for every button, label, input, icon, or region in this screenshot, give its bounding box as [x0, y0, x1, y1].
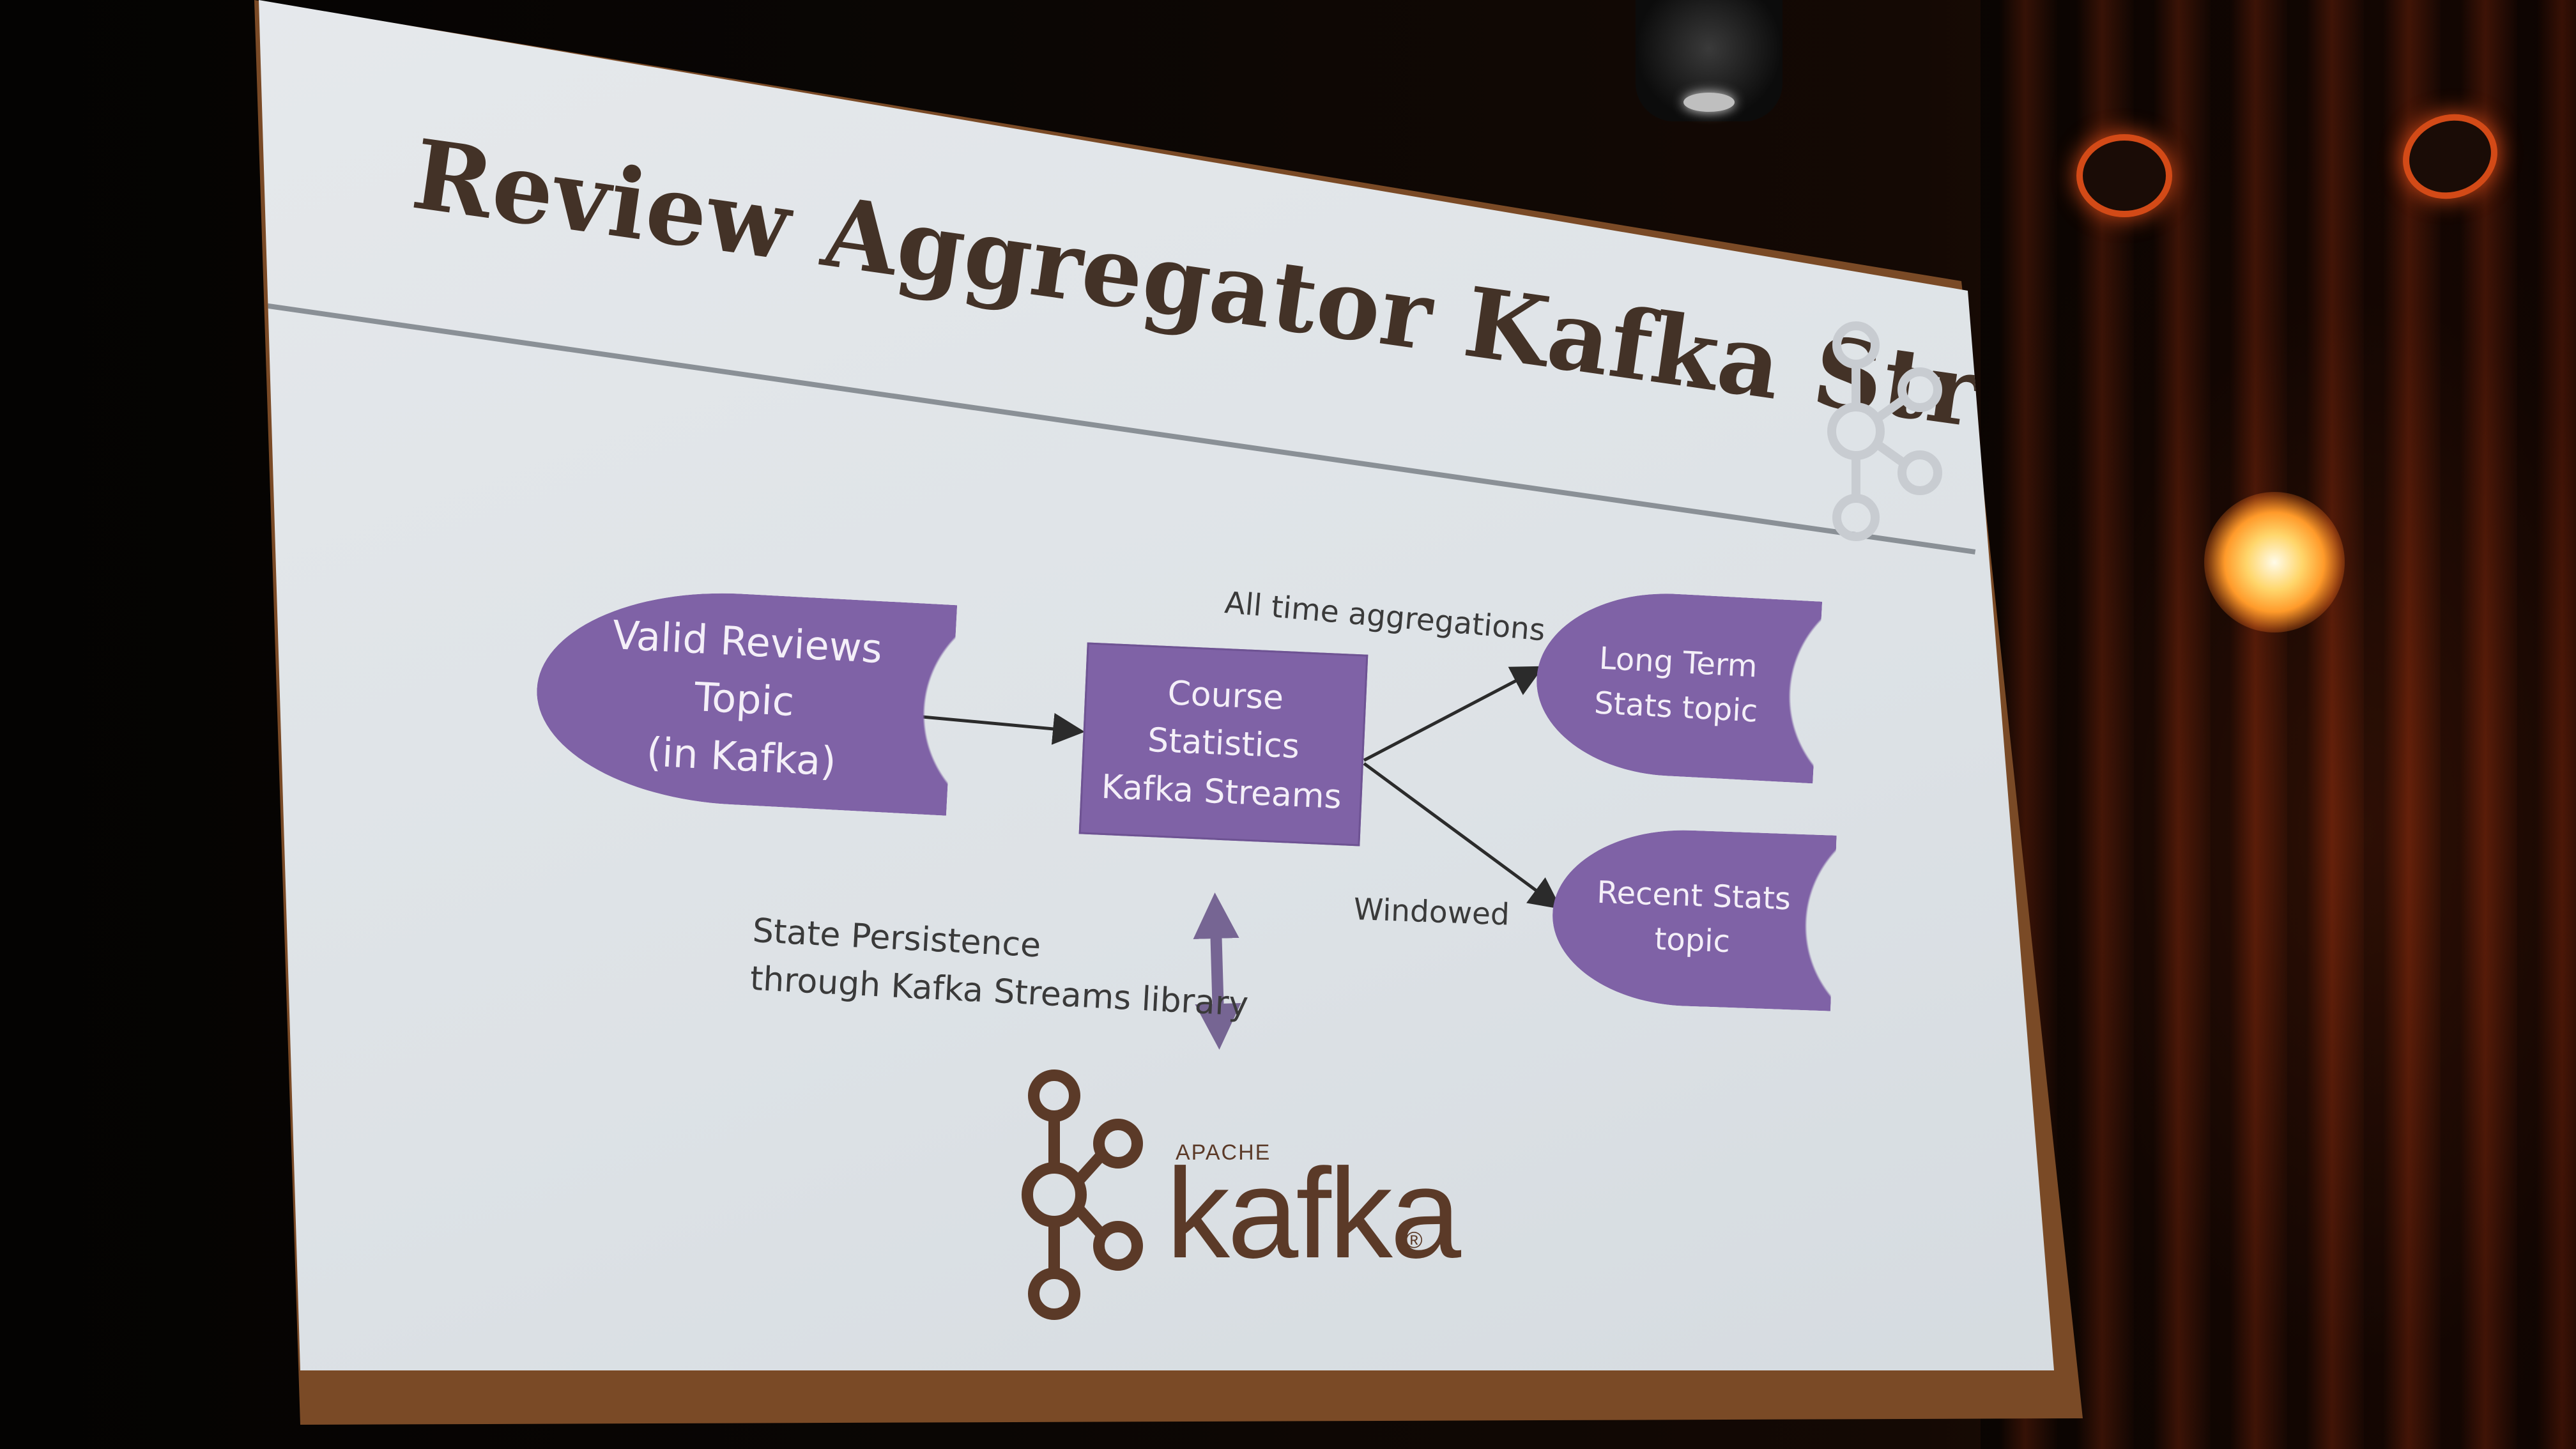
edge-label-windowed: Windowed [1353, 891, 1510, 933]
node-course-statistics: Course Statistics Kafka Streams [1078, 642, 1368, 847]
node-long-term-label: Long Term Stats topic [1593, 640, 1759, 730]
edge-course-to-recent-stats [1363, 762, 1562, 909]
stage-rig-light-left [2076, 134, 2172, 217]
stage-curtain [1981, 0, 2576, 1449]
state-persistence-double-arrow [1193, 893, 1241, 1050]
kafka-corner-icon [1827, 321, 1942, 541]
node-recent-stats-label: Recent Stats topic [1596, 874, 1791, 960]
stage-lamp-glow [2204, 492, 2345, 632]
apache-kafka-logo: APACHE kafka ® [1016, 1067, 1461, 1322]
ceiling-projector [1636, 0, 1782, 121]
kafka-logo-apache-text: APACHE [1176, 1140, 1271, 1165]
node-valid-reviews-label: Valid Reviews Topic (in Kafka) [611, 611, 884, 785]
kafka-logo-icon [1022, 1070, 1143, 1320]
kafka-logo-registered-mark: ® [1406, 1227, 1423, 1253]
edge-course-to-long-term [1363, 666, 1544, 762]
node-course-statistics-label: Course Statistics Kafka Streams [1100, 674, 1342, 816]
kafka-logo-wordmark: kafka [1166, 1142, 1461, 1285]
